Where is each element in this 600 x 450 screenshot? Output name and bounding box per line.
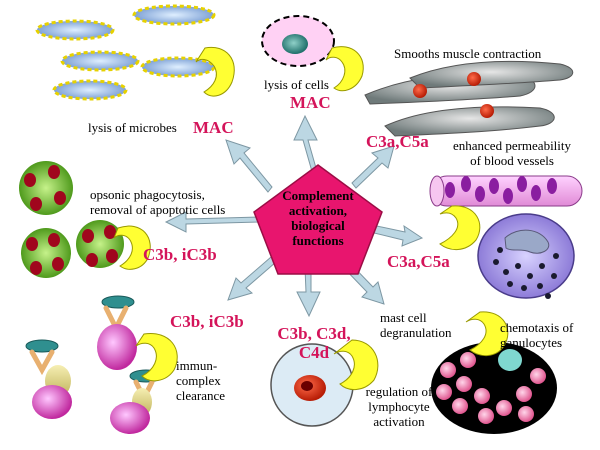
effector-c3b-ic3b-left: C3b, iC3b	[143, 245, 217, 264]
label-chemotaxis: chemotaxis of ganulocytes	[500, 320, 573, 350]
arrow-lower-left	[227, 256, 277, 301]
complement-fragment-icon	[465, 311, 509, 356]
label-lymphocyte-line-1: regulation of	[365, 384, 433, 399]
label-mast-cell-line-2: degranulation	[380, 325, 452, 340]
effector-c3a-c5a-right: C3a,C5a	[387, 252, 450, 271]
label-lysis-microbes: lysis of microbes	[88, 120, 177, 135]
arrow-right	[369, 224, 424, 247]
label-immune-complex-line-1: immun-	[176, 358, 218, 373]
label-lysis-cells: lysis of cells	[264, 77, 329, 92]
label-lymphocyte-line-3: activation	[373, 414, 425, 429]
effector-c3a-c5a-top: C3a,C5a	[366, 132, 429, 151]
effector-mac-left: MAC	[193, 118, 234, 137]
complement-fragment-icon	[325, 46, 364, 92]
effector-c3b-c3d-line-1: C3b, C3d,	[277, 324, 351, 343]
label-mast-cell-line-1: mast cell	[380, 310, 427, 325]
effector-c3b-c3d-line-2: C4d	[298, 343, 330, 362]
effector-mac-top: MAC	[290, 93, 331, 112]
arrow-up	[293, 114, 319, 176]
mast-cell-group	[477, 213, 575, 299]
label-lymphocyte: regulation of lymphocyte activation	[357, 384, 441, 429]
label-lymphocyte-line-2: lymphocyte	[368, 399, 430, 414]
label-immune-complex: immun- complex clearance	[176, 358, 225, 403]
microbes-group	[35, 4, 235, 101]
center-title-line-3: biological	[291, 218, 345, 233]
complement-fragment-icon	[135, 333, 178, 382]
center-title-line-1: Complement	[282, 188, 354, 203]
blood-vessel-group	[429, 175, 583, 250]
center-title: Complement activation, biological functi…	[258, 188, 378, 248]
complement-fragment-icon	[195, 46, 235, 97]
arrow-upper-right	[351, 145, 395, 189]
center-title-line-4: functions	[292, 233, 344, 248]
immune-complex-group	[25, 295, 178, 434]
label-opsonic: opsonic phagocytosis, removal of apoptot…	[90, 187, 225, 217]
arrow-upper-left	[225, 139, 273, 193]
arrow-left	[164, 211, 261, 233]
label-opsonic-line-2: removal of apoptotic cells	[90, 202, 226, 217]
opsonized-cells-group	[19, 161, 151, 278]
label-permeability: enhanced permeability of blood vessels	[436, 138, 588, 168]
label-permeability-line-2: of blood vessels	[470, 153, 554, 168]
complement-fragment-icon	[439, 205, 481, 250]
complement-fragment-icon	[113, 225, 151, 270]
label-immune-complex-line-3: clearance	[176, 388, 226, 403]
center-title-line-2: activation,	[288, 203, 348, 218]
smooth-muscle-group	[364, 60, 574, 137]
granulocyte-group	[431, 311, 557, 434]
label-permeability-line-1: enhanced permeability	[452, 138, 572, 153]
target-cell-group	[261, 15, 364, 92]
lymphocyte-group	[270, 339, 379, 427]
label-chemotaxis-line-2: ganulocytes	[500, 335, 563, 350]
label-chemotaxis-line-1: chemotaxis of	[500, 320, 574, 335]
label-mast-cell: mast cell degranulation	[380, 310, 451, 340]
label-smooth-muscle: Smooths muscle contraction	[394, 46, 542, 61]
label-immune-complex-line-2: complex	[176, 373, 221, 388]
effector-c3b-c3d-c4d: C3b, C3d, C4d	[268, 324, 360, 362]
effector-c3b-ic3b-bottom: C3b, iC3b	[170, 312, 244, 331]
complement-fragment-icon	[333, 339, 379, 390]
arrow-down	[296, 267, 321, 318]
complement-pentagon	[253, 164, 383, 275]
label-opsonic-line-1: opsonic phagocytosis,	[90, 187, 205, 202]
